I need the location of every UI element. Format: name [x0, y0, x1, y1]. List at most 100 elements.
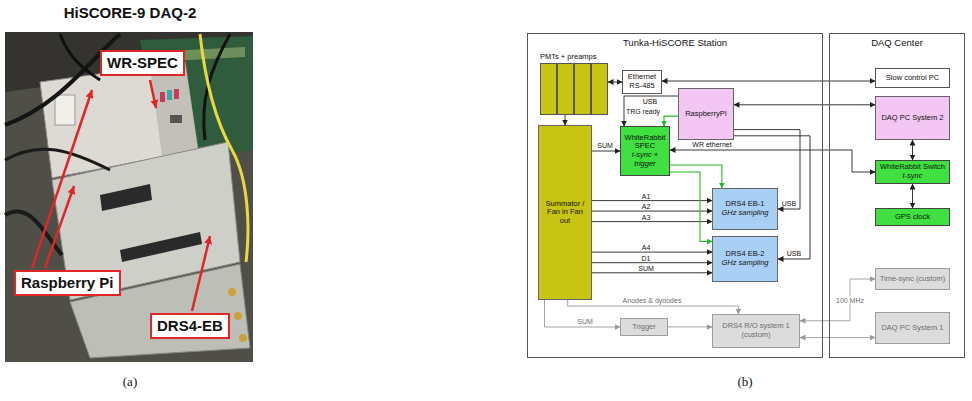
connector	[160, 92, 165, 102]
connector	[167, 90, 172, 100]
connector	[592, 200, 712, 201]
connector	[608, 82, 622, 83]
edge-label: WR ethernet	[691, 141, 732, 148]
node-label: WR-SPEC	[107, 54, 178, 72]
zip-tie	[120, 232, 202, 262]
connector	[912, 140, 913, 160]
connector	[592, 221, 712, 222]
connector	[912, 184, 913, 208]
connector	[668, 326, 712, 327]
node-label: DRS4 R/O system 1	[715, 322, 797, 331]
summator-box: Summator / Fan in Fan out	[538, 125, 592, 300]
edge-label: TRG ready	[625, 108, 661, 115]
pmt-column	[591, 63, 608, 115]
photo-ground	[5, 32, 253, 362]
node-label: Raspberry Pi	[21, 274, 114, 292]
node-label: Ethernet RS-485	[625, 73, 659, 90]
connector	[174, 89, 179, 99]
node-label: WhiteRabbit Switch	[878, 163, 947, 172]
switch-box: WhiteRabbit Switcht-sync	[875, 160, 950, 184]
cable	[60, 34, 100, 80]
edge-label: D1	[641, 254, 652, 261]
connector	[592, 151, 620, 152]
node-label: DRS4-EB	[157, 317, 223, 335]
node-label: DRS4 EB-2	[715, 250, 775, 259]
connector	[565, 115, 566, 125]
node-label: DAQ Center	[830, 37, 964, 48]
node-label: PMTs + preamps	[540, 52, 596, 61]
node-label: Time-sync (custom)	[878, 275, 947, 284]
connector	[670, 172, 712, 242]
edge-label: SUM	[576, 318, 594, 325]
edge-label: A4	[641, 244, 652, 251]
edge-label: A3	[641, 213, 652, 220]
connector	[592, 262, 712, 263]
pmt-column	[557, 63, 574, 115]
readout-box: DRS4 R/O system 1(custom)	[712, 314, 800, 348]
edge-label: A2	[641, 203, 652, 210]
pmt-block: PMTs + preamps	[540, 63, 608, 115]
connector	[664, 116, 678, 126]
interface-box: Ethernet RS-485	[622, 70, 662, 94]
node-label: GPS clock	[878, 213, 947, 222]
timing-box: WhiteRabbit SPECt-sync + trigger	[620, 126, 670, 176]
node-sublabel: (custom)	[715, 331, 797, 340]
connector	[800, 337, 875, 338]
digitizer-box: DRS4 EB-1GHz sampling	[712, 188, 778, 230]
computer-box: Slow control PC	[875, 68, 950, 88]
connector	[670, 150, 875, 172]
daq-panel: DAQ CenterSlow control PC DAQ PC System 2…	[829, 33, 965, 358]
connector	[670, 165, 722, 188]
node-label: DAQ PC System 1	[878, 324, 947, 333]
connector	[592, 252, 712, 253]
connector	[734, 104, 875, 105]
callout-label: WR-SPEC	[100, 50, 185, 76]
node-sublabel: GHz sampling	[715, 209, 775, 218]
node-label: DRS4 EB-1	[715, 200, 775, 209]
panel-caption: (a)	[123, 374, 137, 390]
node-label: DAQ PC System 2	[878, 114, 947, 123]
node-label: Tunka-HiSCORE Station	[528, 37, 822, 48]
pmt-column	[540, 63, 557, 115]
timing-box: Time-sync (custom)	[875, 268, 950, 290]
connector	[592, 272, 712, 273]
node-label: Trigger	[623, 323, 665, 332]
callout-label: DRS4-EB	[150, 313, 230, 339]
edge-label: USB	[786, 250, 802, 257]
connector	[234, 312, 242, 320]
edge-label: 100 MHz	[835, 297, 865, 304]
cable	[5, 211, 62, 255]
node-label: WhiteRabbit SPEC	[623, 134, 667, 151]
cable	[5, 34, 120, 125]
callout-label: Raspberry Pi	[14, 270, 121, 296]
figure-title: HiSCORE-9 DAQ-2	[64, 4, 197, 21]
node-label: RaspberryPI	[681, 110, 731, 119]
edge-label: Anodes & dynodes	[622, 297, 683, 304]
edge-label: USB	[781, 200, 797, 207]
display-window	[55, 95, 75, 125]
connector	[228, 288, 236, 296]
node-label: Summator / Fan in Fan out	[541, 200, 589, 226]
digitizer-box: DRS4 EB-2GHz sampling	[712, 236, 778, 282]
edge-label: A1	[641, 192, 652, 199]
connector	[624, 96, 678, 126]
connector	[170, 115, 182, 123]
connector	[239, 334, 247, 342]
leader-arrow	[45, 186, 74, 268]
fiber-cable	[200, 34, 248, 262]
computer-box: DAQ PC System 1	[875, 312, 950, 344]
connector	[545, 300, 621, 327]
connector	[592, 211, 712, 212]
clock-box: GPS clock	[875, 208, 950, 226]
connector	[800, 279, 875, 321]
node-sublabel: GHz sampling	[715, 259, 775, 268]
node-label: Slow control PC	[878, 74, 947, 83]
pmt-column	[574, 63, 591, 115]
leader-arrow	[192, 236, 210, 311]
node-sublabel: t-sync	[878, 172, 947, 181]
wr-front	[150, 62, 198, 156]
edge-label: USB	[642, 98, 658, 105]
computer-box: RaspberryPI	[678, 88, 734, 140]
leader-arrow	[150, 80, 156, 108]
trigger-box: Trigger	[620, 318, 668, 336]
